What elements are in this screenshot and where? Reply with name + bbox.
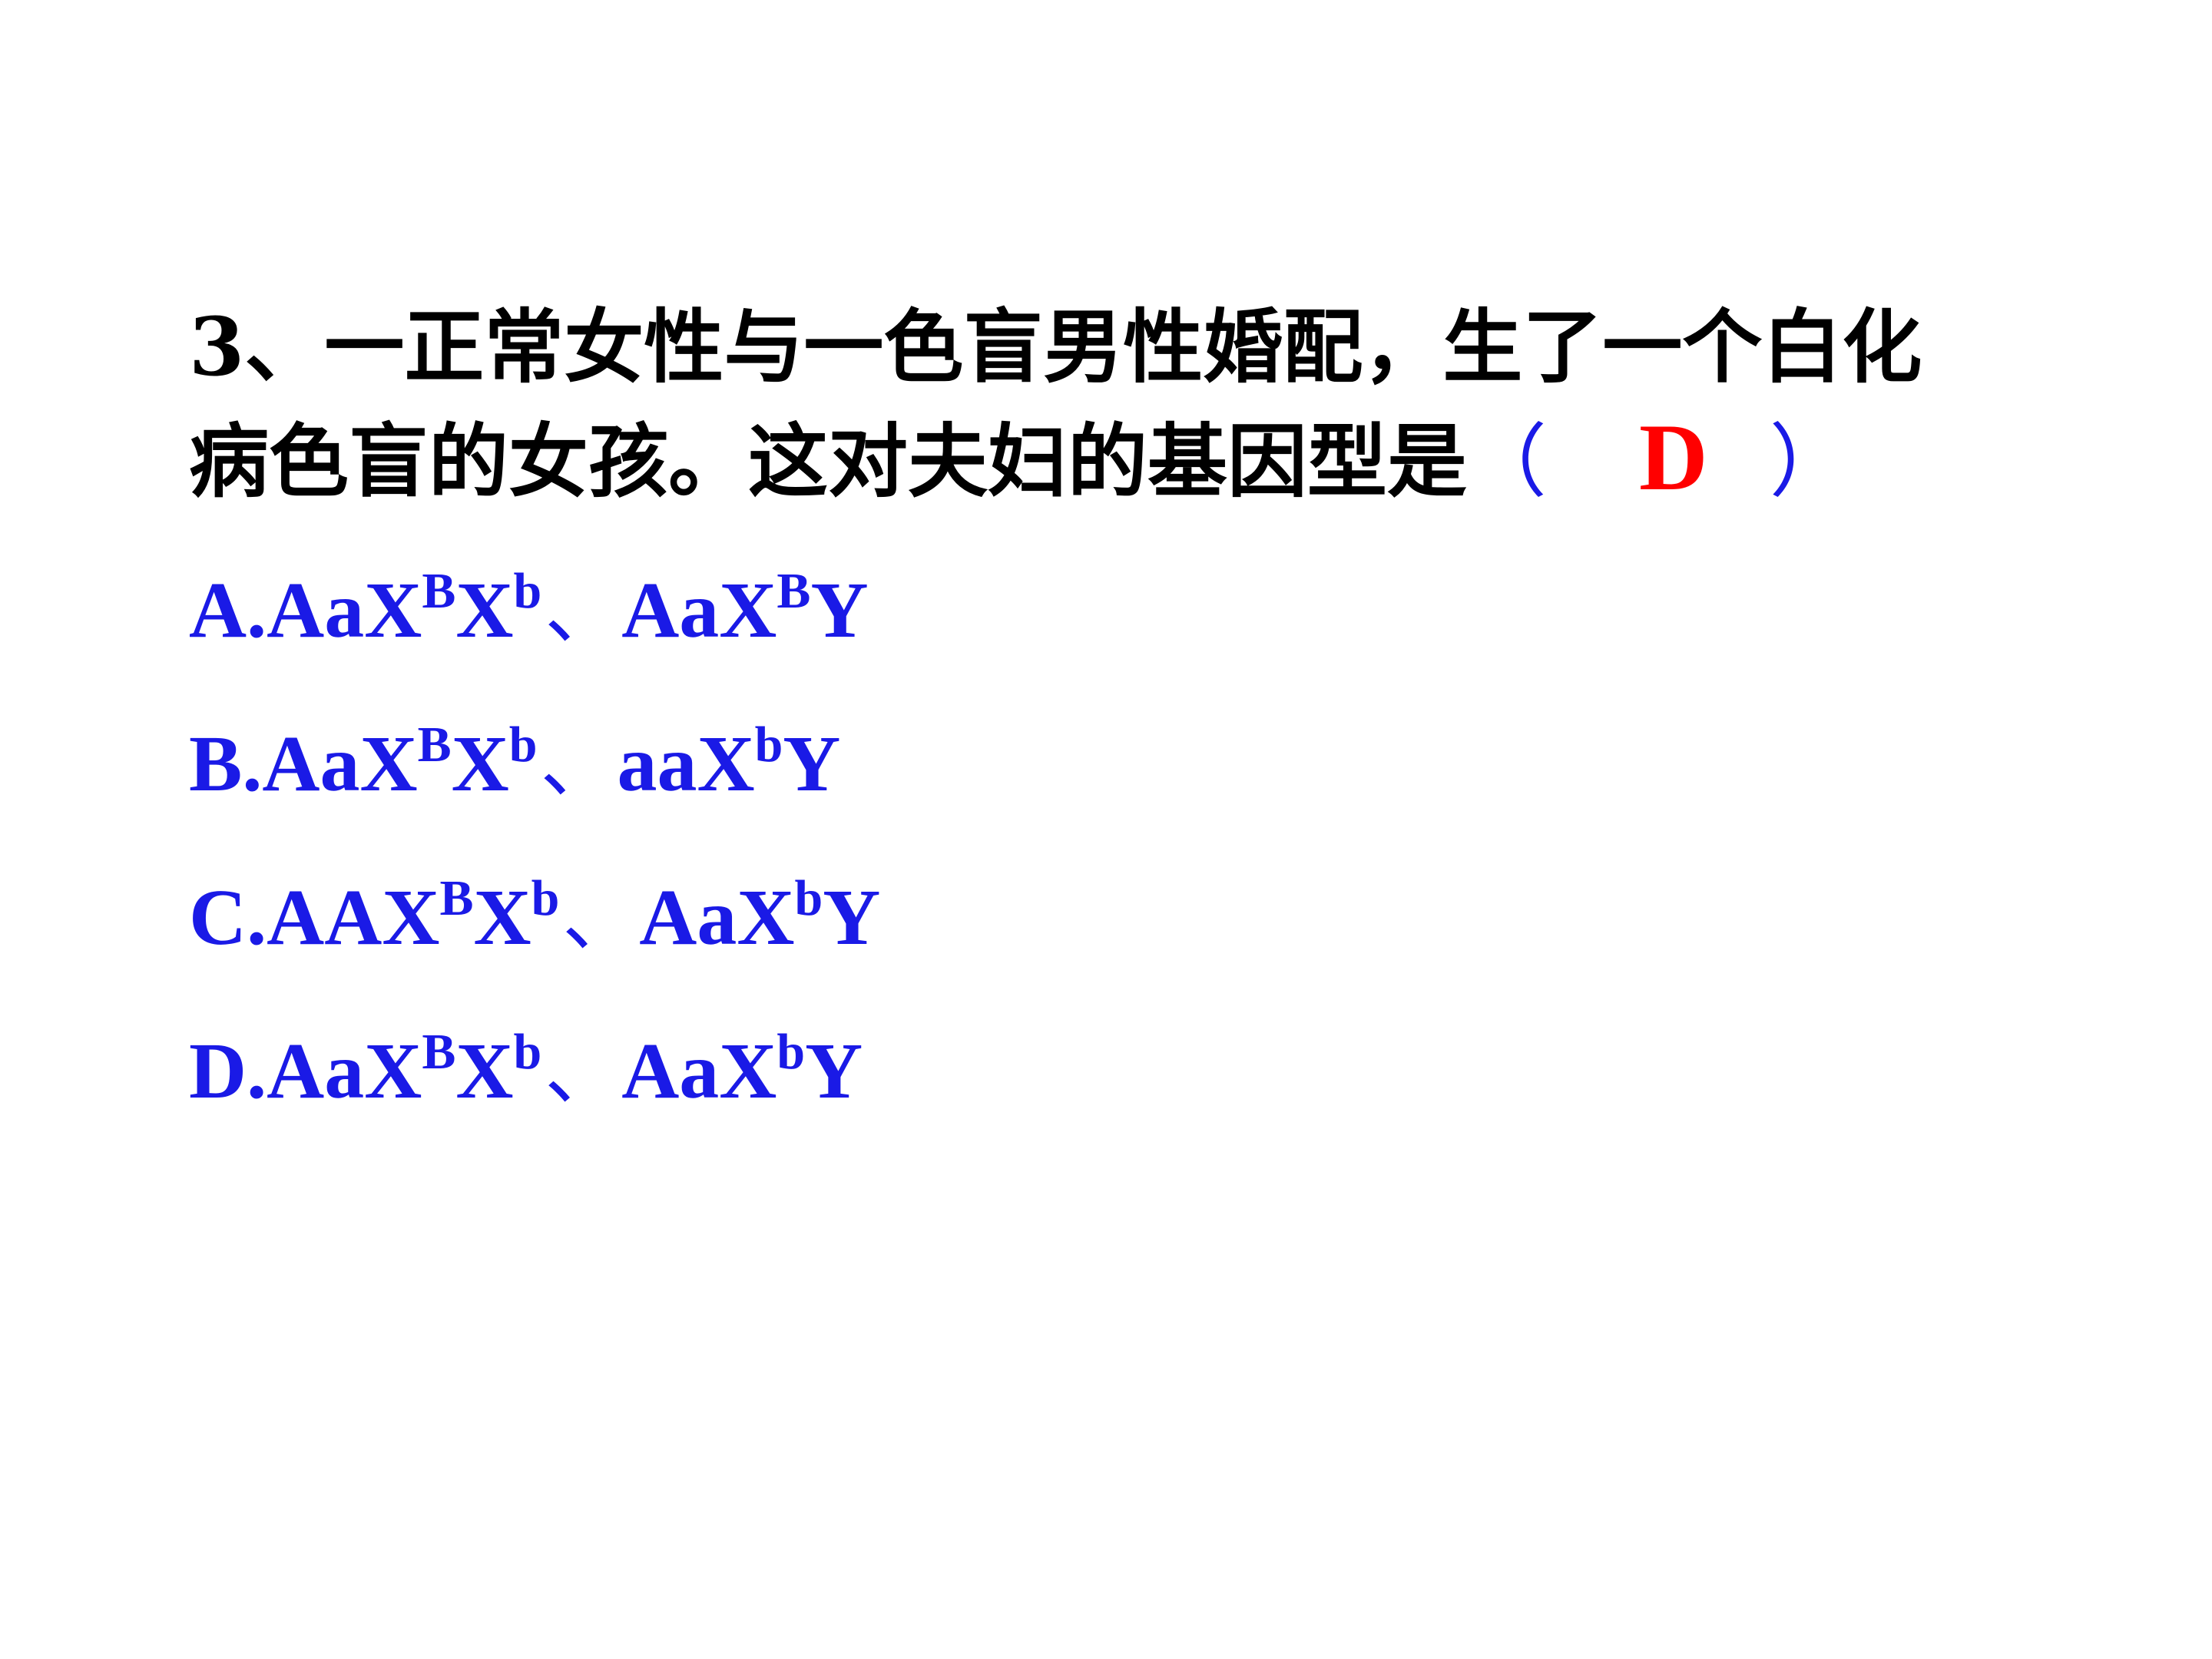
mother-sup2: b <box>508 717 538 773</box>
separator: 、 <box>545 568 619 654</box>
father-prefix: Aa <box>621 1027 720 1115</box>
father-sup: B <box>777 563 811 619</box>
mother-sup1: B <box>422 563 456 619</box>
mother-prefix: Aa <box>267 1027 365 1115</box>
question-line-1: 3、一正常女性与一色盲男性婚配，生了一个白化 <box>189 300 1922 394</box>
mother-prefix: AA <box>267 873 382 962</box>
father-sup: b <box>777 1024 806 1080</box>
father-x: X <box>719 1027 777 1115</box>
option-label: C. <box>189 873 267 962</box>
mother-sup2: b <box>531 870 560 926</box>
father-sup: b <box>754 717 783 773</box>
option-label: B. <box>189 720 263 808</box>
mother-x2: X <box>455 1027 514 1115</box>
mother-x2: X <box>455 566 514 654</box>
father-prefix: Aa <box>621 566 720 654</box>
father-prefix: aa <box>617 720 697 808</box>
option-a: A.AaXBXb、AaXBY <box>189 565 869 657</box>
question-line-2: 病色盲的女孩。这对夫妇的基因型是（ D ） <box>189 402 2048 513</box>
mother-x1: X <box>364 566 422 654</box>
father-y: Y <box>783 720 841 808</box>
mother-sup1: B <box>422 1024 456 1080</box>
mother-x1: X <box>364 1027 422 1115</box>
mother-sup2: b <box>513 563 542 619</box>
mother-x1: X <box>382 873 440 962</box>
mother-x2: X <box>451 720 509 808</box>
question-text: 3、一正常女性与一色盲男性婚配，生了一个白化 病色盲的女孩。这对夫妇的基因型是（… <box>189 292 2048 513</box>
mother-prefix: Aa <box>267 566 365 654</box>
mother-x1: X <box>359 720 418 808</box>
option-label: D. <box>189 1027 267 1115</box>
father-x: X <box>737 873 795 962</box>
option-d: D.AaXBXb、AaXbY <box>189 1025 863 1118</box>
separator: 、 <box>545 1029 619 1115</box>
father-sup: b <box>794 870 823 926</box>
question-line-2-text: 病色盲的女孩。这对夫妇的基因型是 <box>189 414 1468 508</box>
separator: 、 <box>540 722 614 808</box>
option-b: B.AaXBXb、aaXbY <box>189 718 840 811</box>
father-x: X <box>719 566 777 654</box>
option-c: C.AAXBXb、AaXbY <box>189 872 880 965</box>
mother-sup1: B <box>439 870 474 926</box>
answer-letter: D <box>1639 405 1708 510</box>
mother-prefix: Aa <box>262 720 360 808</box>
answer-paren-close: ） <box>1769 415 1849 508</box>
separator: 、 <box>562 876 637 962</box>
father-y: Y <box>810 566 869 654</box>
option-label: A. <box>189 566 267 654</box>
father-prefix: Aa <box>639 873 737 962</box>
father-y: Y <box>823 873 881 962</box>
mother-sup1: B <box>417 717 452 773</box>
answer-paren-open: （ <box>1467 415 1548 508</box>
father-x: X <box>697 720 755 808</box>
father-y: Y <box>805 1027 863 1115</box>
mother-x2: X <box>473 873 531 962</box>
mother-sup2: b <box>513 1024 542 1080</box>
